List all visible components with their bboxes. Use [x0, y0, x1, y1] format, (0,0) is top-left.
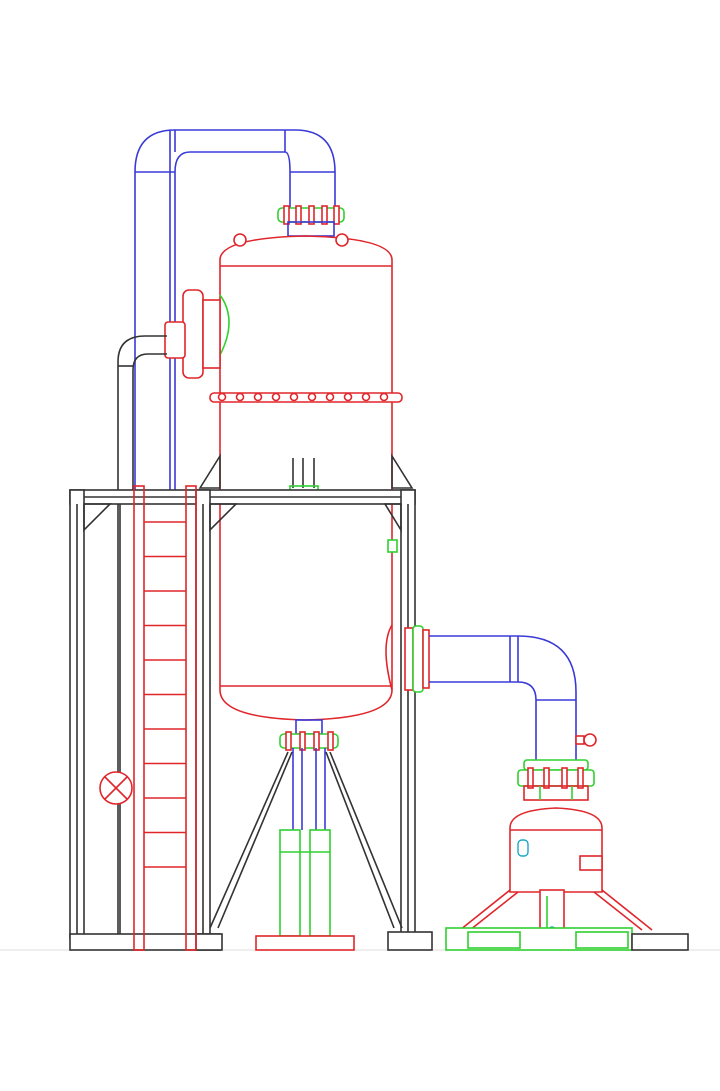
pump-base-plate: [255, 935, 355, 951]
receiver-skirt-right: [601, 889, 653, 931]
outlet-flange-green: [412, 625, 424, 693]
top-flange-bolt: [333, 205, 340, 225]
level-sight-glass: [387, 539, 398, 553]
ladder-rungs: [144, 521, 186, 868]
corner-brace: [83, 503, 112, 532]
side-nozzle-weld: [219, 294, 230, 356]
top-flange: [277, 205, 345, 237]
valve-spoke: [104, 776, 128, 800]
receiver-skirt-left: [459, 889, 511, 931]
top-flange-bolt: [308, 205, 315, 225]
outlet-pipe: [404, 625, 597, 760]
side-inlet-flange: [164, 289, 221, 379]
bottom-outlet: [209, 719, 403, 951]
pipe-valve[interactable]: [575, 735, 585, 745]
receiver-base-block: [467, 931, 521, 949]
receiver-side-nozzle: [579, 855, 603, 871]
pipe-valve-knob[interactable]: [583, 733, 597, 747]
outlet-pipe-inner: [429, 681, 537, 760]
top-flange-bolt: [295, 205, 302, 225]
side-flange-nozzle: [202, 299, 221, 369]
receiver-vessel: [445, 759, 689, 951]
tripod-leg-left: [209, 751, 289, 929]
tripod-leg-right: [329, 751, 403, 929]
inlet-elbow-outer: [117, 335, 167, 490]
top-flange-bolt: [283, 205, 290, 225]
receiver-skirt-right: [593, 891, 643, 931]
receiver-drain-leg: [539, 889, 565, 931]
receiver-sight-glass: [517, 839, 529, 857]
receiver-flange-bolt: [527, 767, 534, 789]
tripod-leg-right: [325, 751, 395, 929]
side-flange-plate: [182, 289, 204, 379]
bottom-flange-bolt: [285, 731, 292, 751]
outlet-flange-face: [422, 629, 430, 689]
pump-housing: [309, 829, 331, 937]
side-flange-neck: [164, 321, 186, 359]
receiver-body: [509, 807, 603, 893]
ladder-rail-right: [185, 485, 197, 951]
support-lug-left: [198, 453, 221, 489]
corner-brace: [209, 503, 238, 532]
receiver-neck: [523, 785, 589, 801]
bottom-flange-bolt: [327, 731, 334, 751]
steel-frame: [69, 489, 433, 951]
frame-base-mid: [195, 933, 223, 951]
support-lug-right: [391, 453, 414, 489]
lifting-lug-right: [335, 233, 349, 247]
ladder-rail-left: [133, 485, 145, 951]
vapor-pipe-outer: [134, 129, 336, 490]
bottom-flange-bolt: [299, 731, 306, 751]
outlet-pipe-outer: [429, 635, 577, 760]
top-flange-bolt: [321, 205, 328, 225]
vessel-shell: [219, 235, 393, 721]
receiver-flange-bolt: [577, 767, 584, 789]
tripod-leg-left: [217, 751, 293, 929]
outlet-bulge: [385, 624, 393, 691]
ladder: [133, 485, 197, 951]
bottom-flange-bolt: [313, 731, 320, 751]
main-vessel: [198, 233, 414, 721]
bottom-flange: [279, 733, 339, 749]
pump-housing: [279, 829, 301, 937]
lifting-lug-left: [233, 233, 247, 247]
corner-brace: [383, 503, 402, 533]
frame-base-right: [387, 931, 433, 951]
inlet-elbow-inner: [132, 353, 167, 490]
receiver-base-block: [575, 931, 629, 949]
body-flange-bolts: [217, 392, 389, 402]
receiver-flange-bolt: [543, 767, 550, 789]
hand-wheel-valve[interactable]: [99, 771, 133, 805]
vapor-pipe-inner: [174, 151, 291, 490]
outlet-flange-red: [404, 627, 414, 691]
receiver-flange-bolt: [561, 767, 568, 789]
top-vapor-pipe: [134, 129, 336, 490]
receiver-base-plate: [631, 933, 689, 951]
inlet-elbow-pipe: [117, 335, 167, 938]
receiver-skirt-left: [469, 891, 519, 931]
